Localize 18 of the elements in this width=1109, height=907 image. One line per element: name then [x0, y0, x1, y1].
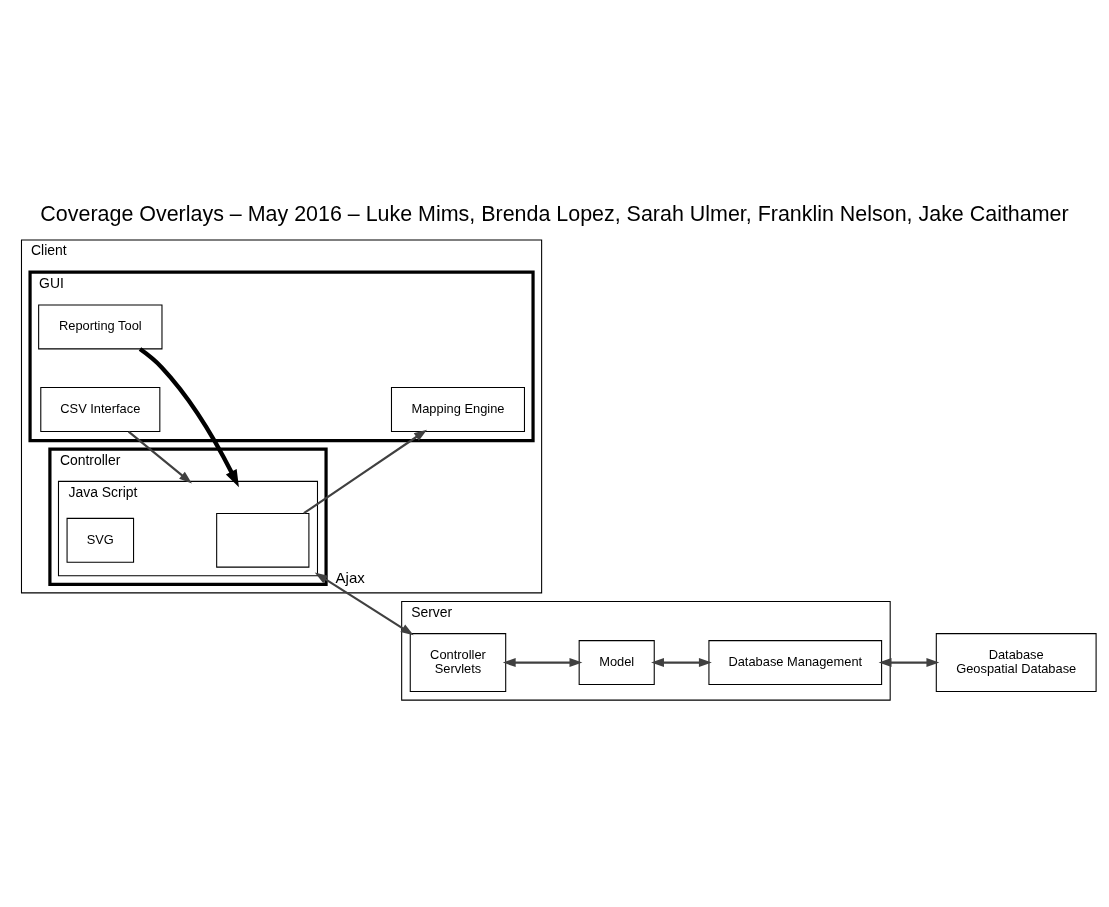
diagram-title: Coverage Overlays – May 2016 – Luke Mims, Brenda Lopez, Sarah Ulmer, Franklin Nelson, Jake Caithamer: [40, 201, 1069, 226]
arrow: [138, 346, 239, 487]
arrow: [878, 657, 940, 667]
node-box: CSV Interface: [40, 386, 161, 432]
node-box: Model: [578, 639, 655, 685]
arrow: [314, 572, 414, 635]
arrow: [502, 657, 583, 667]
arrow: [303, 429, 427, 514]
arrow: [651, 657, 712, 667]
node-box: Database Management: [708, 639, 883, 685]
node-box: Controller Servlets: [409, 632, 507, 692]
arrow: [127, 430, 192, 483]
node-box: Database Geospatial Database: [935, 632, 1097, 692]
node-box: [216, 512, 310, 568]
node-box: Reporting Tool: [38, 303, 163, 349]
node-box: SVG: [66, 517, 135, 563]
edge-label: Ajax: [335, 568, 365, 586]
node-box: Mapping Engine: [390, 386, 525, 432]
